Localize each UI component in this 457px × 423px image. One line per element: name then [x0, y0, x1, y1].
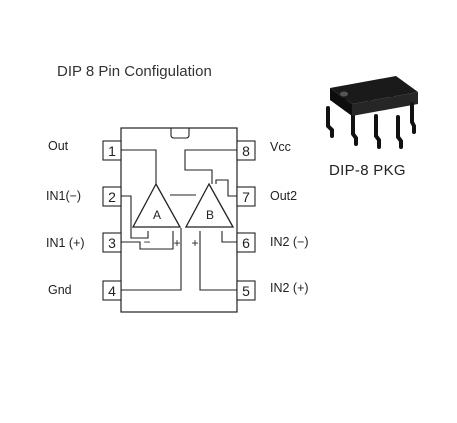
pin-4-number: 4: [108, 283, 116, 299]
pin-7-label: Out2: [270, 189, 298, 203]
pin-1-label: Out: [48, 139, 69, 153]
pin-8-number: 8: [242, 143, 250, 159]
pin-1: 1: [102, 140, 122, 161]
pin-2-number: 2: [108, 189, 116, 205]
pin-4: 4: [102, 280, 122, 301]
dip8-package-icon: [326, 76, 418, 149]
pin-7: 7: [236, 186, 256, 207]
pin-7-number: 7: [242, 189, 250, 205]
pin-6-label: IN2 (−): [270, 235, 309, 249]
opamp-b-plus-sign: +: [191, 236, 198, 250]
opamp-a-label: A: [153, 208, 161, 222]
pin-3-label: IN1 (+): [46, 236, 85, 250]
pin-8: 8: [236, 140, 256, 161]
opamp-b-minus-sign: −: [222, 235, 229, 249]
pin-6-number: 6: [242, 235, 250, 251]
pin-3-number: 3: [108, 235, 116, 251]
pin-3: 3: [102, 232, 122, 253]
diagram-title: DIP 8 Pin Configulation: [57, 63, 212, 80]
pin-2-label: IN1(−): [46, 189, 82, 203]
opamp-b: B: [184, 182, 235, 228]
opamp-a-plus-sign: +: [173, 236, 180, 250]
internal-wiring: [121, 149, 237, 291]
package-label: DIP-8 PKG: [329, 162, 406, 179]
opamp-a-minus-sign: −: [143, 235, 150, 249]
pin-1-number: 1: [108, 143, 116, 159]
opamp-b-label: B: [206, 208, 214, 222]
pin-5: 5: [236, 280, 256, 301]
ic-notch: [170, 128, 190, 139]
pin-2: 2: [102, 186, 122, 207]
pin-5-number: 5: [242, 283, 250, 299]
pin-5-label: IN2 (+): [270, 281, 309, 295]
pin-6: 6: [236, 232, 256, 253]
pin-8-label: Vcc: [270, 140, 291, 154]
opamp-a: A: [131, 182, 182, 228]
pin-4-label: Gnd: [48, 283, 72, 297]
ic-body: [120, 127, 238, 313]
